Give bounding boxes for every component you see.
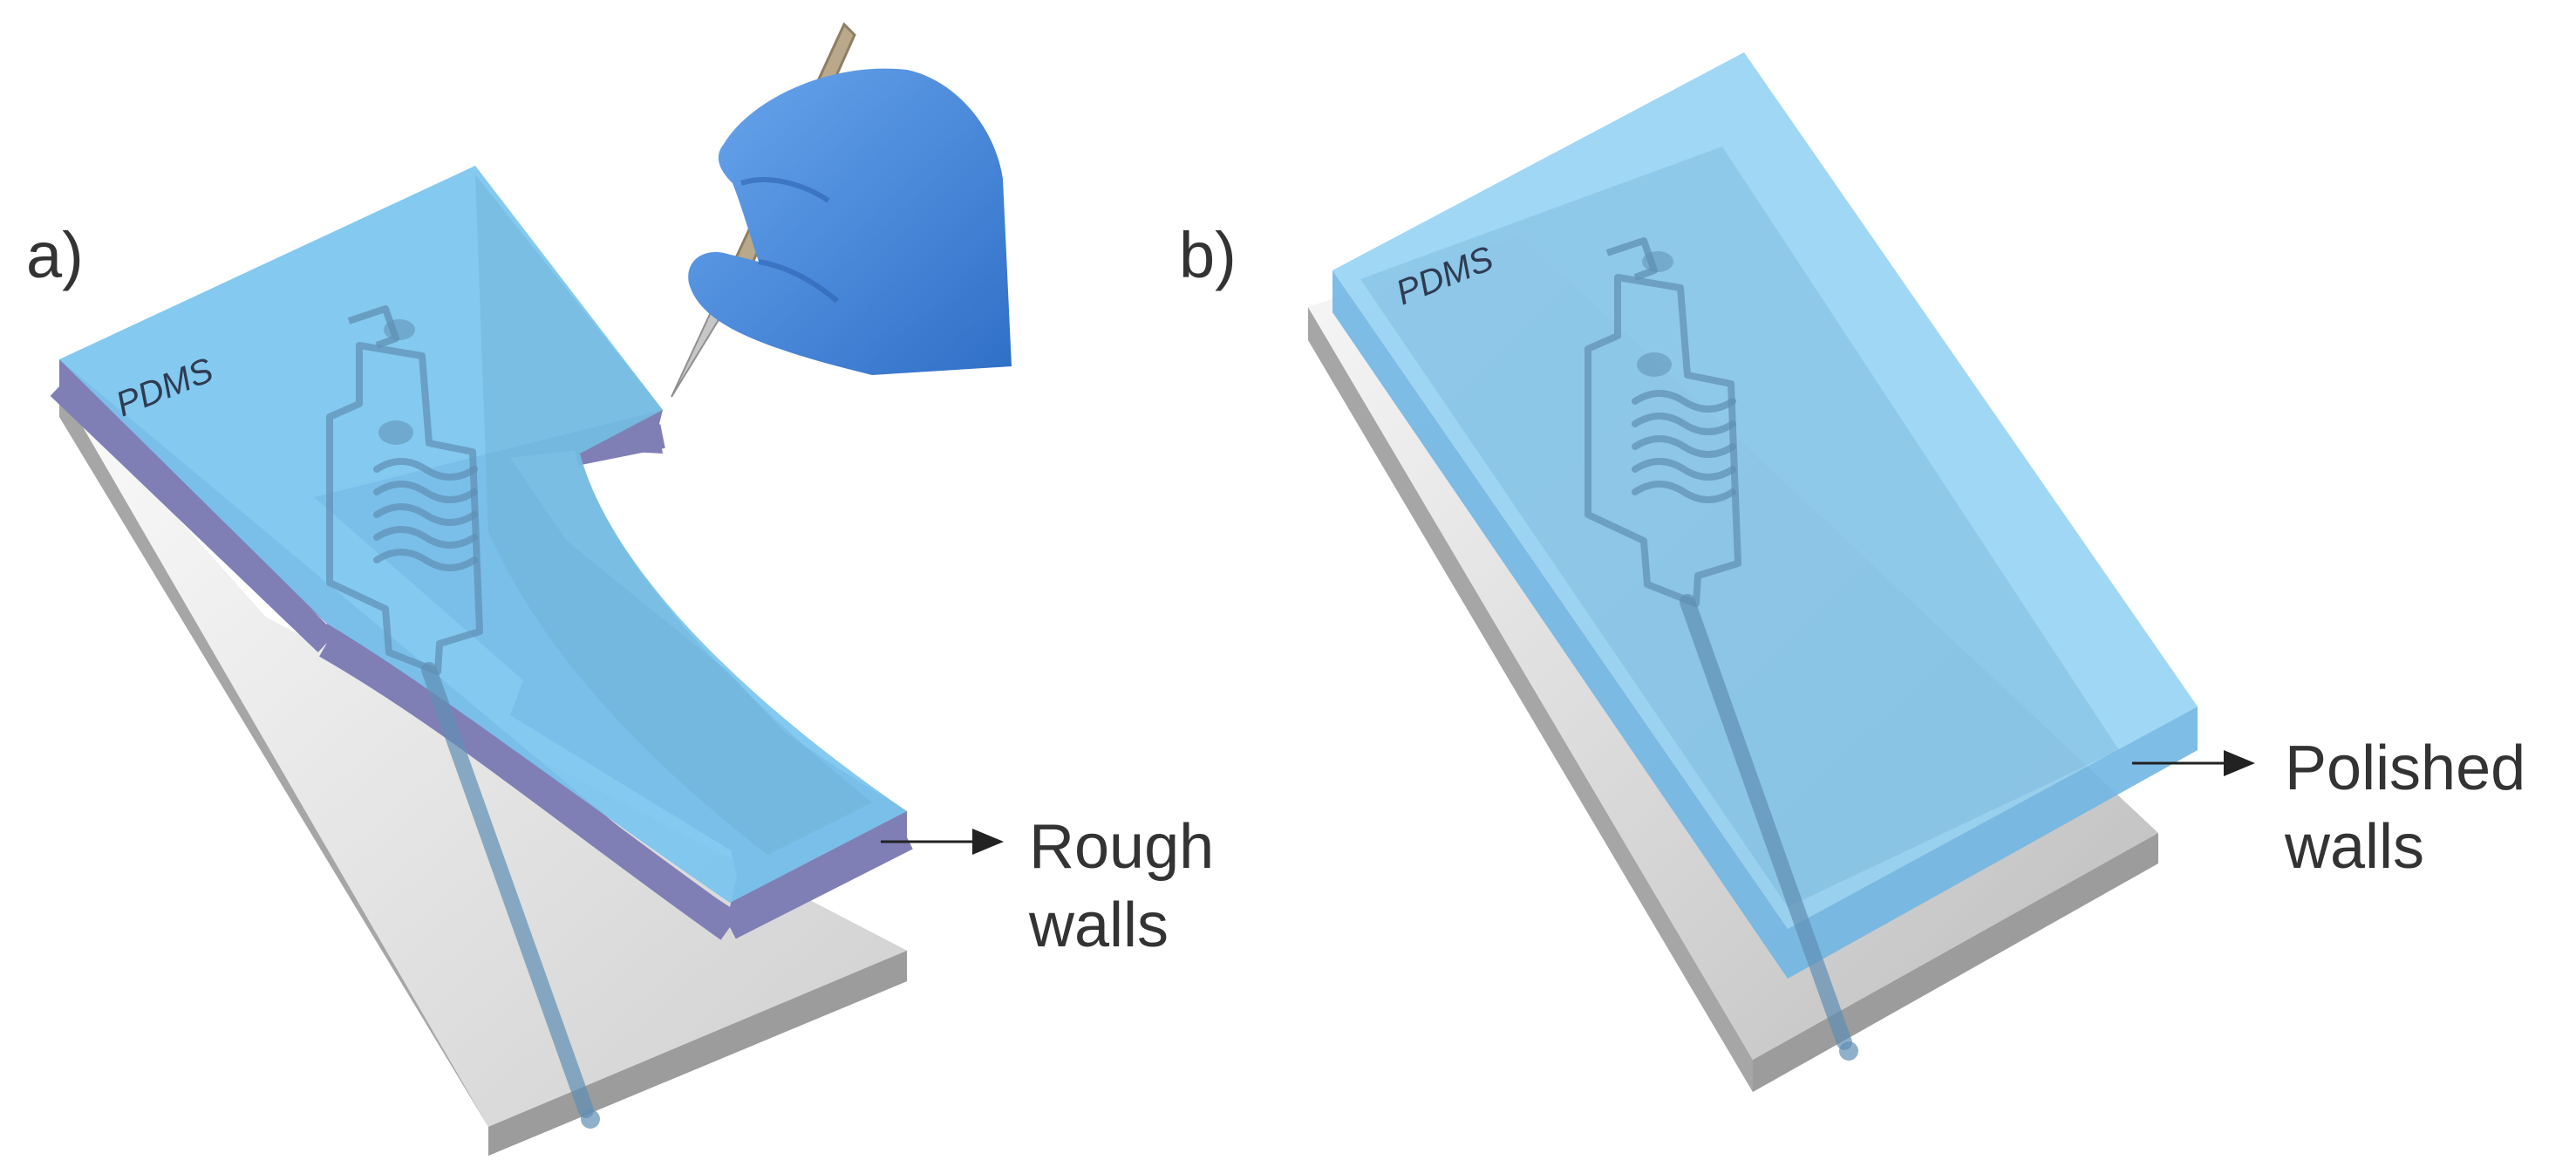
panel-label-b: b)	[1179, 219, 1237, 291]
callout-rough-line1: Rough	[1029, 812, 1214, 882]
callout-polished-walls: Polished walls	[2132, 734, 2525, 882]
gloved-hand-icon	[671, 22, 1012, 398]
callout-rough-line2: walls	[1028, 891, 1169, 960]
callout-polished-line2: walls	[2284, 812, 2424, 882]
callout-rough-walls: Rough walls	[881, 812, 1214, 960]
panel-a: PDMS a) Rough walls	[26, 22, 1214, 1156]
panel-label-a: a)	[26, 219, 84, 291]
callout-polished-line1: Polished	[2285, 734, 2525, 803]
pdms-slab-a: PDMS	[50, 166, 913, 940]
panel-b: PDMS b) Polished walls	[1179, 52, 2525, 1092]
